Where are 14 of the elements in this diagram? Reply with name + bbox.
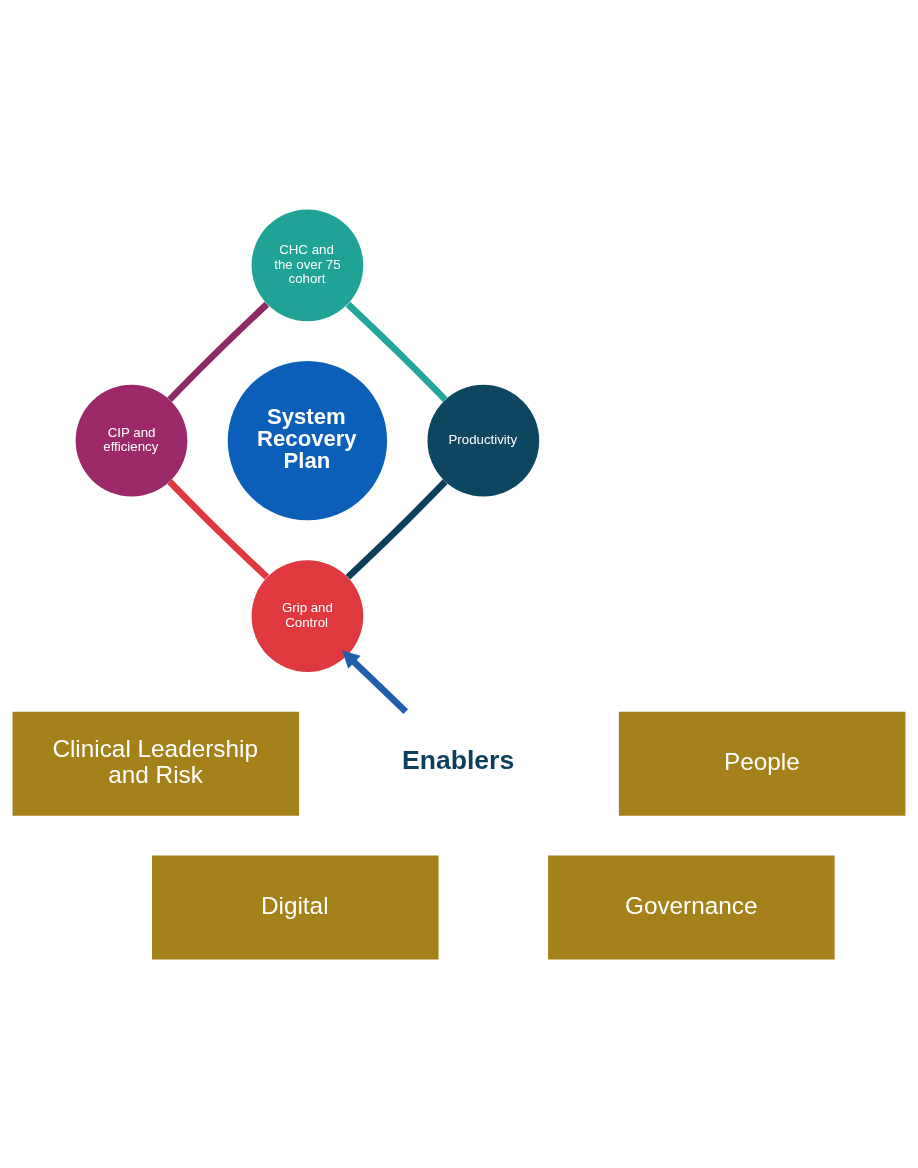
node-box: Digital — [151, 855, 439, 960]
node-box: Clinical Leadership and Risk — [12, 711, 300, 816]
connector — [167, 301, 270, 402]
connector — [345, 301, 448, 402]
connector — [167, 478, 270, 579]
node-box: People — [618, 711, 906, 816]
node-circle: CHC and the over 75 cohort — [251, 208, 364, 321]
node-circle: Productivity — [427, 384, 540, 497]
node-text: Enablers — [402, 744, 515, 775]
connector — [345, 478, 448, 579]
node-box: Governance — [548, 855, 835, 960]
arrow — [342, 649, 409, 714]
node-circle: System Recovery Plan — [227, 360, 388, 520]
node-circle: CIP and efficiency — [75, 384, 188, 497]
